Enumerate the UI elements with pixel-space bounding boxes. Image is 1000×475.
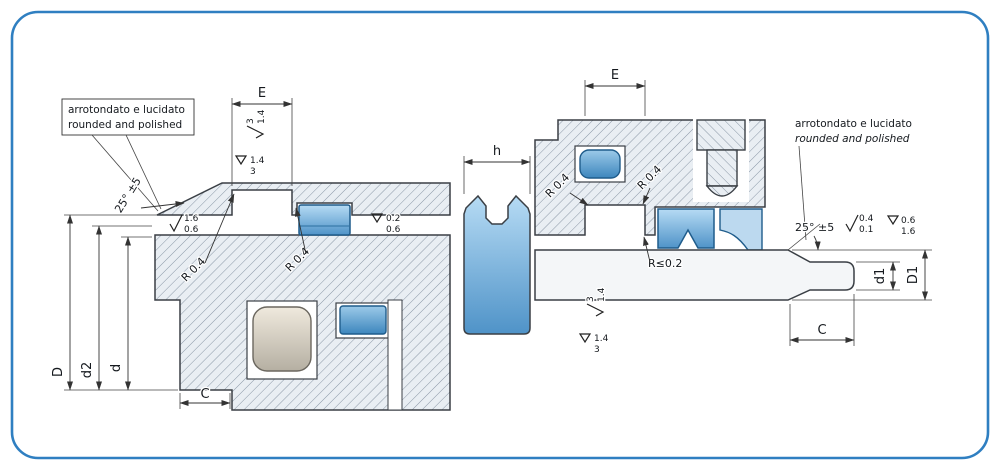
surface-finish-check-icon <box>169 214 183 233</box>
right-note-line1: arrotondato e lucidato <box>795 118 912 130</box>
right-rod <box>534 249 855 301</box>
right-dim-c-label: C <box>817 323 826 338</box>
right-view: E R 0.4 R 0.4 R≤0.2 arrotondato e lucida… <box>534 67 932 356</box>
left-finish-flank-tri-bottom: 3 <box>250 167 256 177</box>
right-plug-head <box>696 119 746 151</box>
left-finish-flank-rot: 3 1.4 <box>245 108 268 139</box>
left-finish-surface-bottom: 0.6 <box>386 225 401 235</box>
left-finish-surface: 0.2 0.6 <box>370 213 402 236</box>
left-note-line1: arrotondato e lucidato <box>68 104 185 116</box>
left-note-leader-2 <box>125 134 162 210</box>
right-angle-label: 25° ±5 <box>795 221 834 234</box>
left-note-leader-1 <box>91 134 159 212</box>
surface-finish-triangle-icon <box>886 215 900 226</box>
left-radius-leader-2 <box>294 207 307 255</box>
left-radius-leader-1 <box>204 193 235 264</box>
left-note-box <box>61 98 195 136</box>
left-finish-flank-tri: 1.4 3 <box>234 155 266 178</box>
right-main-seal <box>657 208 715 249</box>
right-finish-edge-tri-top: 0.6 <box>901 216 916 226</box>
surface-finish-check-icon <box>586 303 605 317</box>
left-finish-flank-tri-top: 1.4 <box>250 156 265 166</box>
left-finish-flank-rot-top: 3 <box>246 118 256 124</box>
left-finish-surface-top: 0.2 <box>386 214 400 224</box>
left-dim-d-label: d <box>109 364 124 372</box>
right-note-leader <box>798 145 807 241</box>
profile-dim-h-label: h <box>493 144 501 159</box>
right-finish-edge-bottom: 0.1 <box>859 225 873 235</box>
left-angle-leader <box>140 201 185 209</box>
right-note-line2: rounded and polished <box>795 133 910 145</box>
left-secondary-seal <box>339 305 387 335</box>
left-dim-e-label: E <box>258 86 266 101</box>
left-finish-flank-rot-bottom: 1.4 <box>257 109 267 124</box>
right-finish-flank-tri-bottom: 3 <box>594 345 600 355</box>
right-dim-d1-label: d1 <box>873 268 888 285</box>
left-elastomer-element <box>252 306 312 372</box>
right-radius-leader-2 <box>642 187 651 205</box>
left-part-gap <box>387 299 403 411</box>
surface-finish-triangle-icon <box>578 333 592 344</box>
left-finish-edge: 1.6 0.6 <box>169 213 200 236</box>
right-finish-flank-tri: 1.4 3 <box>578 333 610 356</box>
right-finish-edge-tri-bottom: 1.6 <box>901 227 916 237</box>
surface-finish-check-icon <box>845 214 859 233</box>
left-main-seal <box>298 204 351 236</box>
right-dim-D1-label: D1 <box>906 266 921 284</box>
right-finish-flank-rot-bottom: 1.4 <box>597 287 607 302</box>
right-finish-edge-top: 0.4 <box>859 214 874 224</box>
left-finish-edge-top: 1.6 <box>184 214 199 224</box>
surface-finish-triangle-icon <box>234 155 248 166</box>
right-radius-leader-1 <box>569 192 589 206</box>
right-plug-tip <box>705 185 739 197</box>
surface-finish-check-icon <box>246 125 265 139</box>
right-finish-flank-tri-top: 1.4 <box>594 334 609 344</box>
left-view: E arrotondato e lucidato rounded and pol… <box>50 85 451 411</box>
left-note-line2: rounded and polished <box>68 119 182 131</box>
seal-profile: h <box>463 143 531 335</box>
right-finish-flank-rot: 3 1.4 <box>585 286 608 317</box>
right-finish-edge-tri: 0.6 1.6 <box>886 215 917 238</box>
right-plug-shank <box>706 149 738 187</box>
right-oring <box>579 149 621 179</box>
left-dim-d2-label: d2 <box>80 362 95 379</box>
left-finish-edge-bottom: 0.6 <box>184 225 199 235</box>
right-angle-ref-line <box>787 223 821 251</box>
right-radius-max-label: R≤0.2 <box>648 257 682 270</box>
right-radius-max-leader <box>643 236 651 263</box>
left-dim-c-label: C <box>200 387 209 402</box>
seal-profile-shape <box>463 194 531 335</box>
left-dim-D-label: D <box>51 367 66 377</box>
right-finish-edge: 0.4 0.1 <box>845 213 875 236</box>
right-dim-e-label: E <box>611 68 619 83</box>
surface-finish-triangle-icon <box>370 213 384 224</box>
right-finish-flank-rot-top: 3 <box>586 296 596 302</box>
